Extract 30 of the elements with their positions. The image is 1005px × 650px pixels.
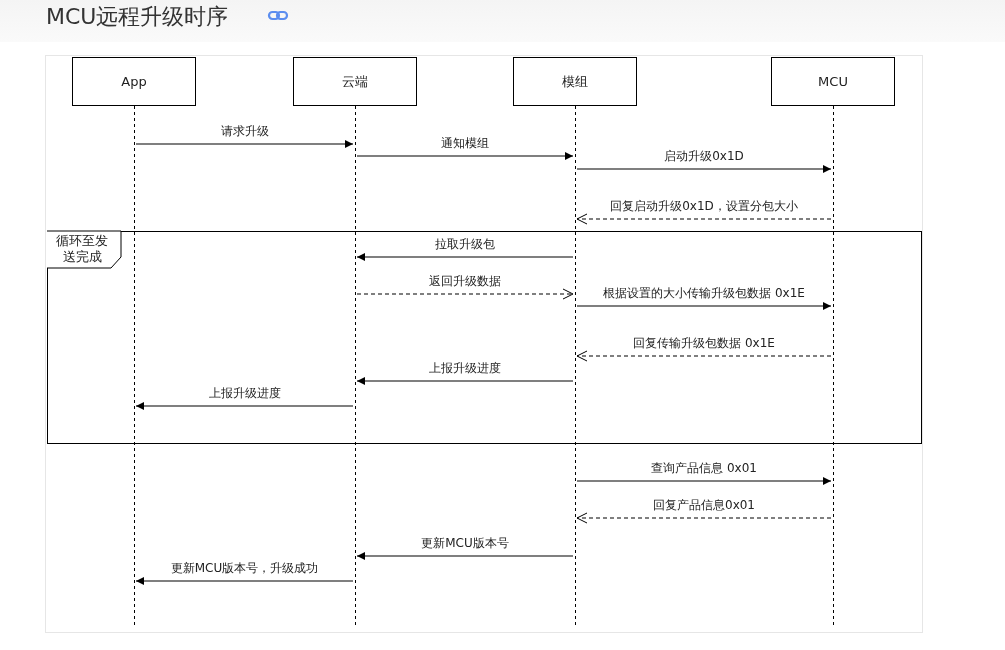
message-arrow <box>576 213 832 225</box>
message-arrow <box>356 152 574 160</box>
edge-label: 回复启动升级0x1D，设置分包大小 <box>609 199 799 213</box>
message-arrow <box>356 288 574 300</box>
message-arrow <box>576 477 832 485</box>
edge-label: 查询产品信息 0x01 <box>650 461 758 475</box>
edge-label: 上报升级进度 <box>428 361 502 375</box>
edge-label: 通知模组 <box>440 136 490 150</box>
page-title: MCU远程升级时序 <box>46 3 229 31</box>
edge-label: 上报升级进度 <box>207 386 282 400</box>
message-arrow <box>356 552 574 560</box>
edge-label: 拉取升级包 <box>434 237 496 251</box>
edge-label: 根据设置的大小传输升级包数据 0x1E <box>602 286 806 300</box>
edge-label: 更新MCU版本号 <box>420 536 510 550</box>
message-arrow <box>576 350 832 362</box>
edge-label: 请求升级 <box>219 124 270 138</box>
message-arrow <box>356 377 574 385</box>
edge-label: 启动升级0x1D <box>663 149 745 163</box>
message-arrow <box>576 512 832 524</box>
edge-label: 回复产品信息0x01 <box>652 498 756 512</box>
message-arrow <box>135 577 354 585</box>
message-arrow <box>135 402 354 410</box>
message-arrow <box>576 165 832 173</box>
edge-label: 更新MCU版本号，升级成功 <box>169 561 320 575</box>
message-arrow <box>576 302 832 310</box>
edge-label: 回复传输升级包数据 0x1E <box>632 336 776 350</box>
message-arrow <box>135 140 354 148</box>
edge-label: 返回升级数据 <box>428 274 502 288</box>
message-arrow <box>356 253 574 261</box>
loop-label: 循环至发送完成 <box>47 231 122 268</box>
